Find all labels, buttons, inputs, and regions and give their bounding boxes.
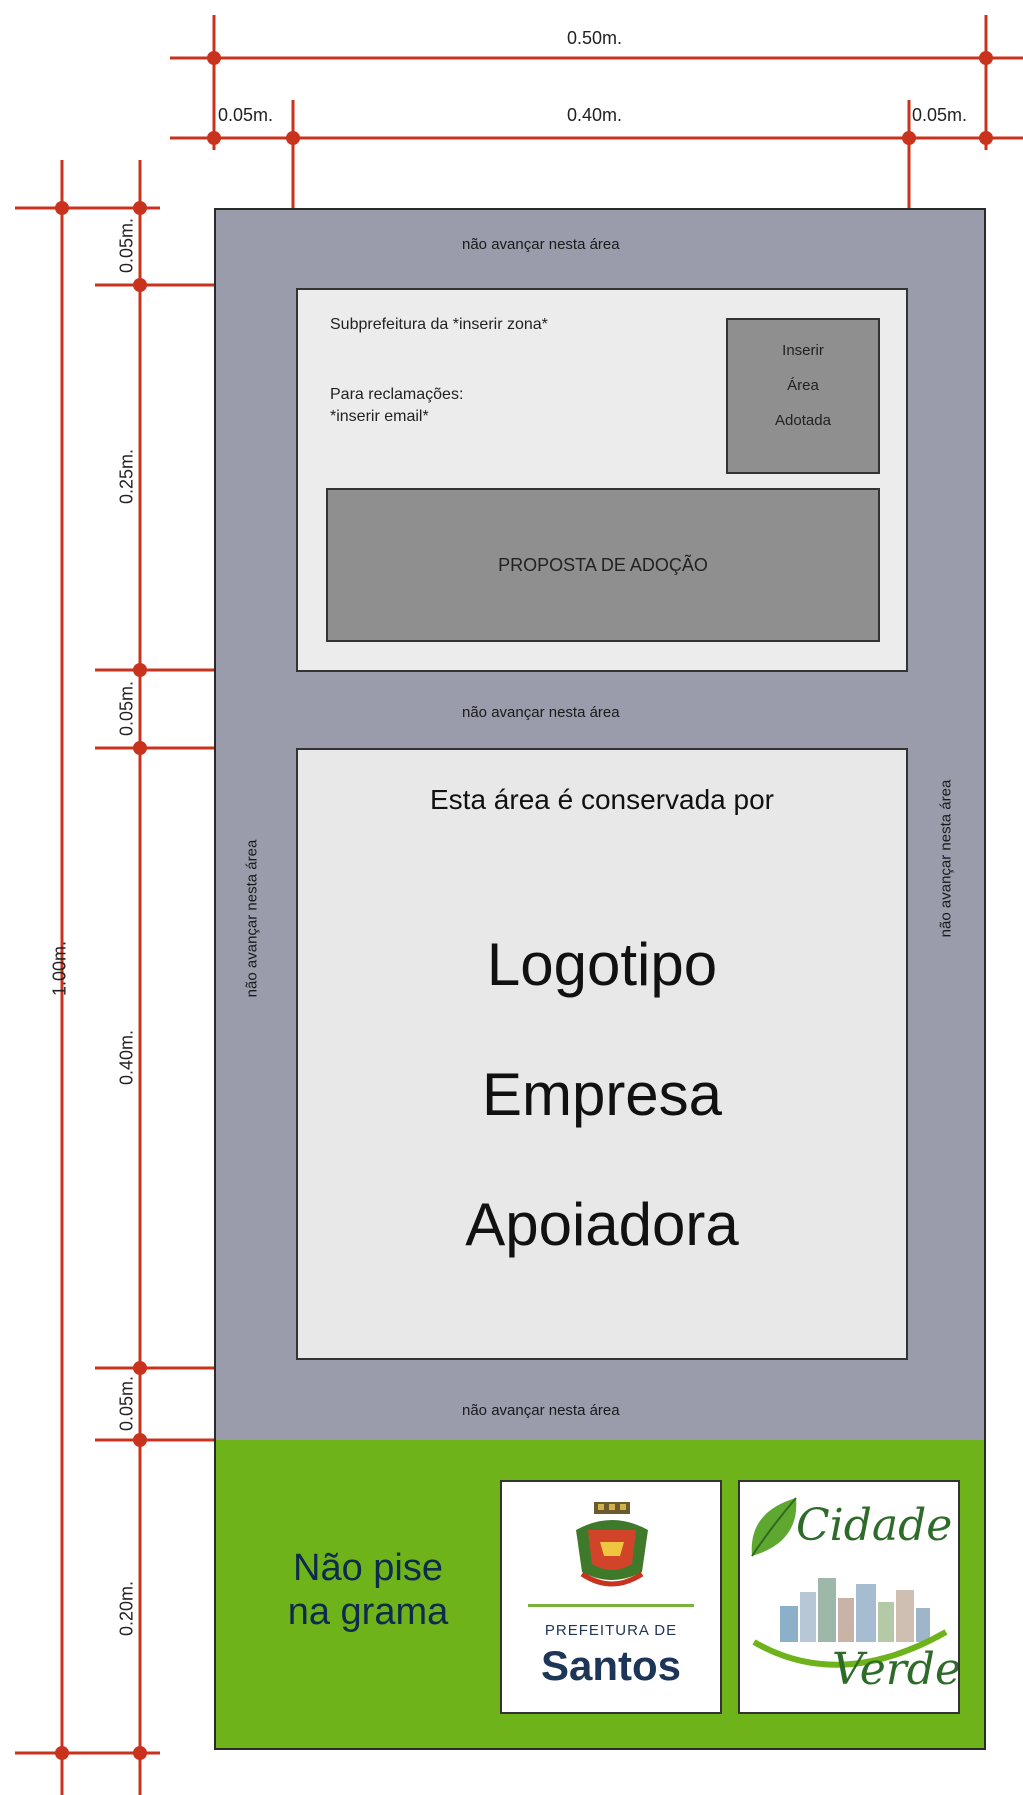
sponsor-heading: Esta área é conservada por [430,784,774,815]
santos-line-2: Santos [540,1642,682,1689]
complaints-email: *inserir email* [330,408,429,425]
swoosh-icon [752,1629,948,1668]
keep-clear-middle: não avançar nesta área [462,704,620,721]
dim-middle-margin: 0.05m. [116,680,137,737]
adopted-area-line-3: Adotada [775,412,831,429]
keep-clear-top: não avançar nesta área [462,236,620,253]
city-skyline-icon [780,1578,930,1642]
subprefeitura-text: Subprefeitura da *inserir zona* [330,316,548,333]
verde-word: Verde [832,1644,960,1695]
complaints-label: Para reclamações: [330,386,464,403]
sign-board: não avançar nesta área não avançar nesta… [214,208,986,1750]
info-panel: Subprefeitura da *inserir zona* Para rec… [296,288,908,672]
proposal-box: PROPOSTA DE ADOÇÃO [326,488,880,642]
dim-total-width: 0.50m. [567,28,623,49]
dim-inner-width: 0.40m. [567,105,623,126]
dim-green-band: 0.20m. [116,1580,137,1637]
no-grass-line-1: Não pise [293,1547,443,1589]
santos-line-1: PREFEITURA DE [544,1622,678,1639]
sponsor-panel: Esta área é conservada por Logotipo Empr… [296,748,908,1360]
santos-crest-icon [576,1502,648,1587]
dim-top-margin: 0.05m. [116,217,137,274]
dim-margin-right: 0.05m. [912,105,968,125]
keep-clear-right: não avançar nesta área [937,779,955,938]
adopted-area-line-2: Área [787,377,819,394]
dim-bottom-margin: 0.05m. [116,1375,137,1432]
dim-margin-left: 0.05m. [218,105,274,125]
logo-line-2: Empresa [481,1061,723,1128]
keep-clear-bottom: não avançar nesta área [462,1402,620,1419]
cidade-verde-logo: Cidade Verde [738,1480,960,1714]
no-grass-line-2: na grama [287,1591,449,1633]
dim-top-panel: 0.25m. [116,448,137,505]
logo-line-1: Logotipo [486,931,718,998]
logo-line-3: Apoiadora [465,1191,739,1258]
leaf-icon [751,1497,797,1557]
grass-corner [216,1440,286,1510]
cidade-word: Cidade [796,1500,953,1551]
keep-clear-left: não avançar nesta área [243,839,261,998]
santos-divider [528,1604,694,1607]
dim-total-height: 1.00m. [49,940,70,997]
no-grass-message: Não pise na grama [268,1546,468,1634]
dim-middle-panel: 0.40m. [116,1029,137,1086]
adopted-area-line-1: Inserir [782,342,824,359]
proposal-text: PROPOSTA DE ADOÇÃO [498,554,708,575]
grass-band: Não pise na grama PREFEITURA DE Santos [216,1440,984,1748]
adopted-area-box: Inserir Área Adotada [726,318,880,474]
santos-logo: PREFEITURA DE Santos [500,1480,722,1714]
